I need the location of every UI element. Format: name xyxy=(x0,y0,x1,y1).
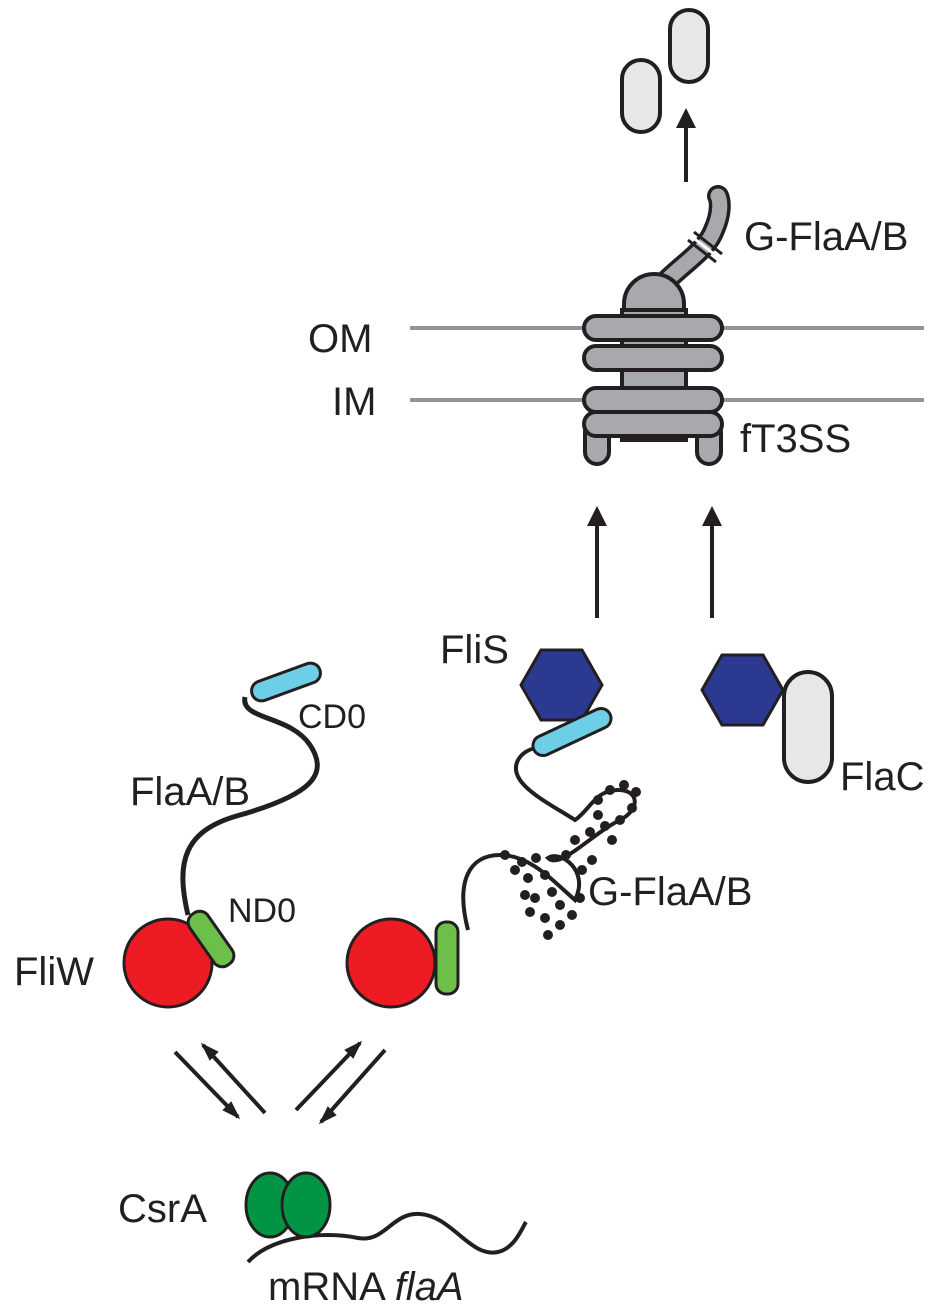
fliw-label: FliW xyxy=(14,950,94,994)
mrna-label: mRNA flaA xyxy=(268,1265,464,1309)
fliw-circle-left xyxy=(122,917,214,1009)
flaa-b-label: FlaA/B xyxy=(130,770,250,814)
secreted-flagellin-subunits xyxy=(620,8,710,134)
cleavage-mark-2 xyxy=(693,230,723,256)
ft3ss-ring-4 xyxy=(582,410,724,438)
flaa-gene-text: flaA xyxy=(395,1265,464,1309)
flac-label: FlaC xyxy=(840,755,924,799)
ft3ss-ring-3 xyxy=(582,386,724,414)
flis-hexagon-2 xyxy=(700,653,785,727)
fliw-circle-right xyxy=(345,917,437,1009)
secreted-flagellin-2 xyxy=(668,8,710,84)
ft3ss-ring-2 xyxy=(582,344,724,372)
glycan-beads xyxy=(500,780,641,940)
glycosylated-flagellin-chain xyxy=(461,746,637,931)
im-label: IM xyxy=(332,380,376,424)
om-label: OM xyxy=(308,317,372,361)
csra-label: CsrA xyxy=(118,1187,207,1231)
flaa-b-chain xyxy=(180,696,320,916)
cleavage-gap xyxy=(690,234,720,260)
equilibrium-arrows-left xyxy=(173,1042,267,1120)
cd0-domain-bound xyxy=(531,706,613,758)
g-flaa-b-top-label: G-FlaA/B xyxy=(744,215,908,259)
nd0-domain-right xyxy=(434,920,460,996)
cd0-label: CD0 xyxy=(298,698,366,736)
ft3ss-ring-1 xyxy=(582,314,724,342)
secreted-flagellin-1 xyxy=(620,58,662,134)
cleavage-mark-1 xyxy=(687,238,717,264)
nd0-domain-left xyxy=(186,909,236,969)
flis-label: FliS xyxy=(440,628,509,672)
nd0-label: ND0 xyxy=(228,892,296,930)
mrna-text: mRNA xyxy=(268,1265,395,1309)
g-flaa-b-mid-label: G-FlaA/B xyxy=(588,870,752,914)
cd0-domain xyxy=(250,661,322,703)
ft3ss-apparatus xyxy=(582,185,731,466)
csra-subunit-2 xyxy=(280,1171,332,1239)
flac-capsule xyxy=(782,670,834,784)
flis-hexagon-1 xyxy=(519,648,604,722)
ft3ss-label: fT3SS xyxy=(740,417,851,461)
equilibrium-arrows-right xyxy=(294,1040,387,1125)
